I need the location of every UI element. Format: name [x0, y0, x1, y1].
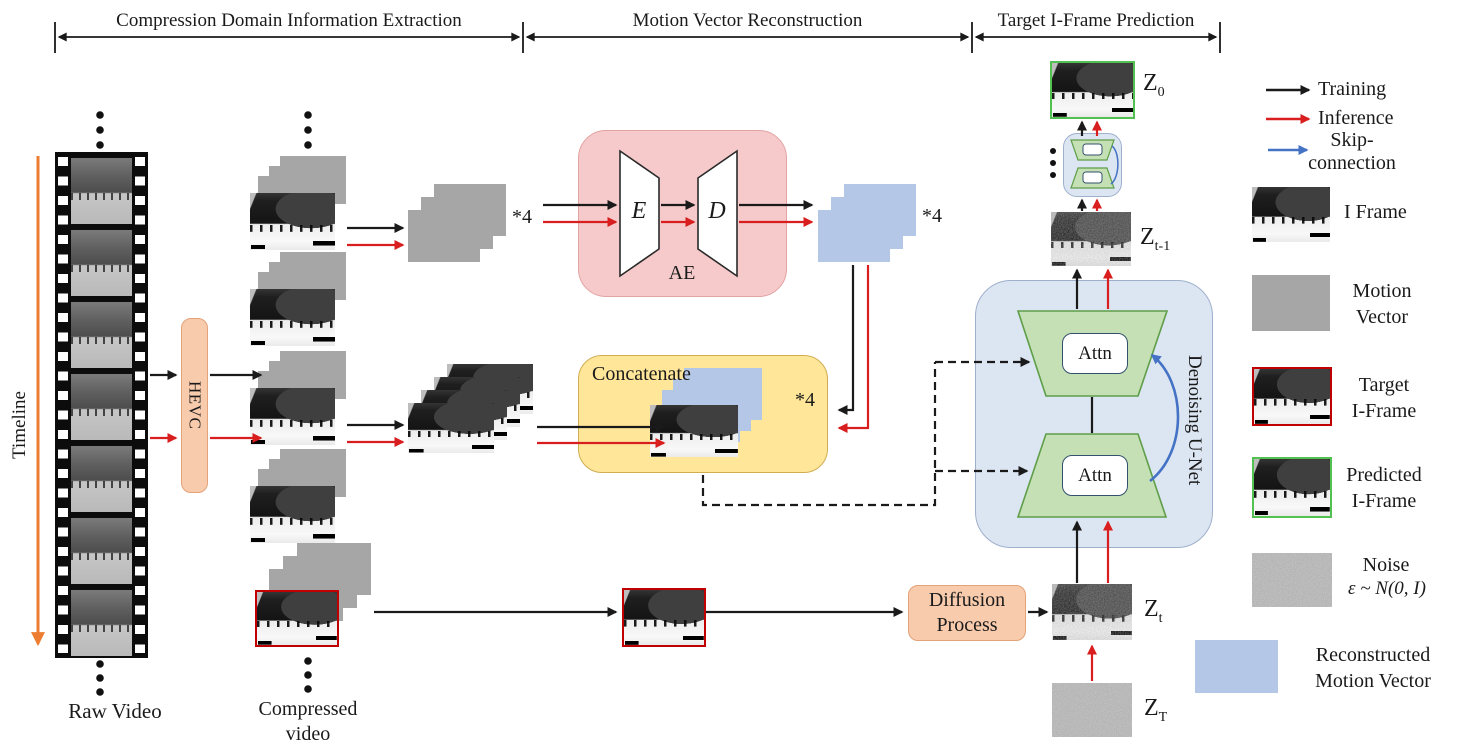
- diffusion-label-line2: Process: [936, 614, 998, 636]
- zt1-noisy-latent-image: [1051, 212, 1131, 266]
- section-header-2: Motion Vector Reconstruction: [632, 10, 863, 31]
- section-header-3: Target I-Frame Prediction: [997, 10, 1195, 31]
- compressed-stack-3: [250, 351, 346, 445]
- i-frame-image: [250, 193, 335, 250]
- legend-noise-label: Noise: [1362, 554, 1410, 576]
- autoencoder-block: [578, 130, 787, 297]
- denoising-unet-label: Denoising U-Net: [1184, 354, 1205, 486]
- film-frame: [71, 518, 132, 584]
- ae-label: AE: [668, 262, 696, 284]
- diffusion-process-block: Diffusion Process: [908, 585, 1026, 641]
- compressed-stack-1: [250, 156, 346, 250]
- arrow-bluestack-to-concat-inference: [837, 265, 870, 433]
- legend-target-iframe-swatch: [1252, 367, 1332, 426]
- film-sprocket-holes-left: [58, 157, 68, 653]
- compressed-stack-target: [255, 543, 375, 647]
- z0-predicted-frame-image: [1050, 61, 1135, 119]
- legend-reconstructed-mv-swatch: [1195, 640, 1278, 693]
- zT-noise-image: [1052, 683, 1132, 737]
- arrow-bluestack-to-concat-training: [837, 265, 855, 415]
- diffusion-label-line1: Diffusion: [928, 589, 1006, 611]
- iframe-mv-cascade: [408, 364, 542, 460]
- i-frame-image: [250, 388, 335, 445]
- target-i-frame-image: [255, 590, 339, 647]
- mini-unet-block: [1063, 133, 1122, 197]
- i-frame-image: [250, 289, 335, 346]
- legend-noise-swatch: [1252, 553, 1332, 607]
- zT-label: ZT: [1144, 695, 1168, 725]
- legend-iframe-label: I Frame: [1344, 201, 1407, 223]
- encoder-label: E: [631, 198, 647, 224]
- mult4-label-concat: *4: [795, 389, 815, 411]
- reconstructed-mv-stack: [818, 184, 918, 264]
- legend-training-label: Training: [1318, 78, 1387, 100]
- concatenate-label: Concatenate: [592, 363, 691, 385]
- compressed-stack-2: [250, 252, 346, 346]
- legend-noise-formula: ε ~ N(0, I): [1348, 578, 1426, 599]
- zt-noisy-latent-image: [1052, 584, 1132, 640]
- legend-skip-label: Skip-connection: [1308, 129, 1396, 174]
- compressed-stack-4: [250, 449, 346, 543]
- legend-iframe-swatch: [1252, 187, 1330, 242]
- i-frame-image: [250, 486, 335, 543]
- motion-vector-stack: [408, 184, 508, 264]
- film-sprocket-holes-right: [135, 157, 145, 653]
- denoising-unet-block: [975, 280, 1213, 548]
- z0-label: Z0: [1143, 70, 1165, 100]
- mult4-label-ae-in: *4: [512, 206, 532, 228]
- zt-label: Zt: [1144, 596, 1163, 626]
- attn-box-upper: Attn: [1062, 333, 1128, 374]
- hevc-encoder-block: HEVC: [181, 318, 208, 493]
- section-header-1: Compression Domain Information Extractio…: [116, 10, 462, 31]
- timeline-label: Timeline: [9, 391, 30, 459]
- compressed-video-label: Compressed video: [258, 698, 358, 745]
- legend-inference-label: Inference: [1318, 107, 1394, 129]
- film-frame: [71, 302, 132, 368]
- zt1-label: Zt-1: [1140, 224, 1171, 254]
- film-frame: [71, 446, 132, 512]
- decoder-label: D: [708, 198, 726, 224]
- legend-predicted-iframe-swatch: [1252, 457, 1332, 518]
- film-frame: [71, 230, 132, 296]
- i-frame-image: [650, 405, 738, 457]
- hevc-label: HEVC: [185, 381, 205, 430]
- mult4-label-ae-out: *4: [922, 205, 942, 227]
- raw-video-label: Raw Video: [68, 699, 162, 723]
- target-i-frame-image-mid: [622, 588, 706, 647]
- raw-video-film-strip: [55, 152, 148, 658]
- legend-motion-vector-swatch: [1252, 275, 1330, 331]
- attn-box-lower: Attn: [1062, 455, 1128, 496]
- film-frame: [71, 590, 132, 656]
- film-frame: [71, 158, 132, 224]
- film-frame: [71, 374, 132, 440]
